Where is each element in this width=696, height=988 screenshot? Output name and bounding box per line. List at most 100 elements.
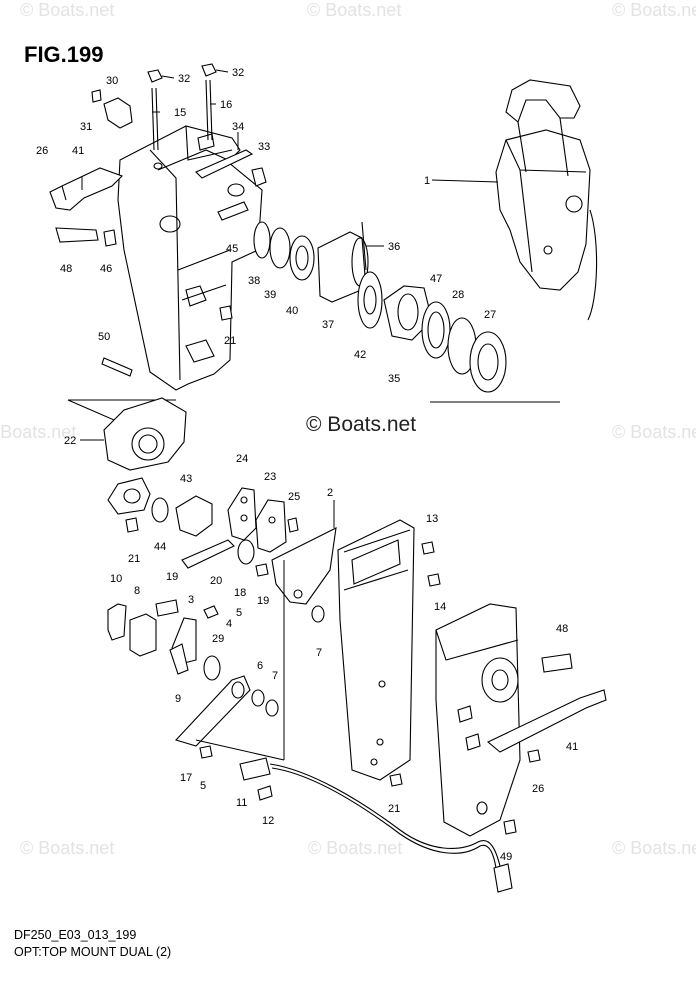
callout-41: 41 — [566, 741, 578, 753]
nut-5 — [199, 745, 213, 759]
callout-3: 3 — [188, 594, 194, 606]
wire-harness — [269, 763, 501, 867]
callout-18: 18 — [234, 587, 246, 599]
callout-21: 21 — [388, 803, 400, 815]
callout-11: 11 — [236, 797, 247, 809]
callout-45: 45 — [226, 243, 238, 255]
callout-26: 26 — [532, 783, 544, 795]
callout-19: 19 — [257, 595, 269, 607]
callout-6: 6 — [257, 660, 263, 672]
mounting-bracket-part — [117, 125, 263, 391]
part-30-clip — [103, 97, 133, 129]
bracket-41-left — [49, 167, 123, 211]
cover-plate-part — [337, 519, 415, 781]
callout-2: 2 — [327, 487, 333, 499]
part-43 — [175, 495, 213, 537]
callout-35: 35 — [388, 373, 400, 385]
part-24-plate — [227, 487, 257, 541]
callout-14: 14 — [434, 601, 446, 613]
washer-29 — [203, 655, 221, 681]
ring-7 — [265, 699, 279, 717]
screw-14 — [427, 573, 441, 587]
footer-figure-code: DF250_E03_013_199 — [14, 928, 137, 942]
callout-47: 47 — [430, 273, 442, 285]
footer-description: OPT:TOP MOUNT DUAL (2) — [14, 945, 172, 959]
watermark: © Boats.net — [612, 838, 696, 858]
callouts: 1 2 3 4 5 5 5 6 7 7 8 9 10 11 12 13 14 1… — [36, 67, 578, 863]
callout-40: 40 — [286, 305, 298, 317]
callout-27: 27 — [484, 309, 496, 321]
callout-34: 34 — [232, 121, 244, 133]
callout-5: 5 — [236, 607, 242, 619]
screw-31 — [91, 89, 102, 103]
watermark: © Boats.net — [20, 0, 115, 20]
washer-44 — [151, 497, 169, 523]
callout-31: 31 — [80, 121, 92, 133]
bolt-16 — [205, 79, 209, 141]
part-22-housing — [103, 397, 187, 471]
remote-control-box-part-1 — [495, 79, 598, 321]
lever-17 — [174, 675, 251, 747]
part-33 — [251, 167, 267, 187]
copyright-mark: © Boats.net — [306, 413, 417, 436]
callout-22: 22 — [64, 435, 76, 447]
lever-20 — [181, 539, 235, 569]
watermark: © Boats.net — [0, 422, 77, 442]
callout-32: 32 — [178, 73, 190, 85]
ring-7 — [311, 605, 325, 623]
screw-21 — [219, 305, 233, 321]
callout-42: 42 — [354, 349, 366, 361]
callout-46: 46 — [100, 263, 112, 275]
part-21-cover — [107, 477, 151, 515]
pin-36 — [361, 221, 367, 271]
watermark: © Boats.net — [20, 838, 115, 858]
bolt-19 — [155, 599, 179, 617]
remote-housing-lower — [435, 603, 521, 837]
nut-49 — [503, 819, 517, 835]
washer-6 — [251, 689, 265, 707]
part-9 — [169, 643, 189, 675]
bolt-15 — [151, 87, 155, 151]
part-23-plate — [255, 499, 287, 553]
callout-39: 39 — [264, 289, 276, 301]
part-11-bracket — [239, 757, 271, 781]
nut-32 — [201, 63, 217, 77]
callout-41: 41 — [72, 145, 84, 157]
callout-10: 10 — [110, 573, 122, 585]
callout-43: 43 — [180, 473, 192, 485]
watermark: © Boats.net — [612, 0, 696, 20]
callout-32: 32 — [232, 67, 244, 79]
callout-38: 38 — [248, 275, 260, 287]
clip-5 — [203, 605, 219, 619]
callout-30: 30 — [106, 75, 118, 87]
callout-20: 20 — [210, 575, 222, 587]
callout-21: 21 — [224, 335, 236, 347]
callout-7: 7 — [316, 647, 322, 659]
bracket-48 — [541, 653, 573, 673]
callout-37: 37 — [322, 319, 334, 331]
screw-19 — [255, 563, 269, 577]
callout-8: 8 — [134, 585, 140, 597]
callout-48: 48 — [556, 623, 568, 635]
callout-29: 29 — [212, 633, 224, 645]
callout-13: 13 — [426, 513, 438, 525]
callout-24: 24 — [236, 453, 248, 465]
screw-12 — [257, 785, 273, 801]
callout-12: 12 — [262, 815, 274, 827]
figure-title: FIG.199 — [24, 42, 104, 67]
part-8-bracket — [129, 613, 157, 657]
callout-36: 36 — [388, 241, 400, 253]
screw-13 — [421, 541, 435, 555]
pin-45 — [217, 201, 249, 221]
watermark: © Boats.net — [307, 0, 402, 20]
nut-32 — [147, 69, 163, 83]
callout-21: 21 — [128, 553, 140, 565]
callout-4: 4 — [226, 618, 232, 630]
callout-33: 33 — [258, 141, 270, 153]
callout-1: 1 — [424, 175, 430, 187]
callout-26: 26 — [36, 145, 48, 157]
watermark: © Boats.net — [308, 838, 403, 858]
part-46 — [103, 229, 117, 247]
